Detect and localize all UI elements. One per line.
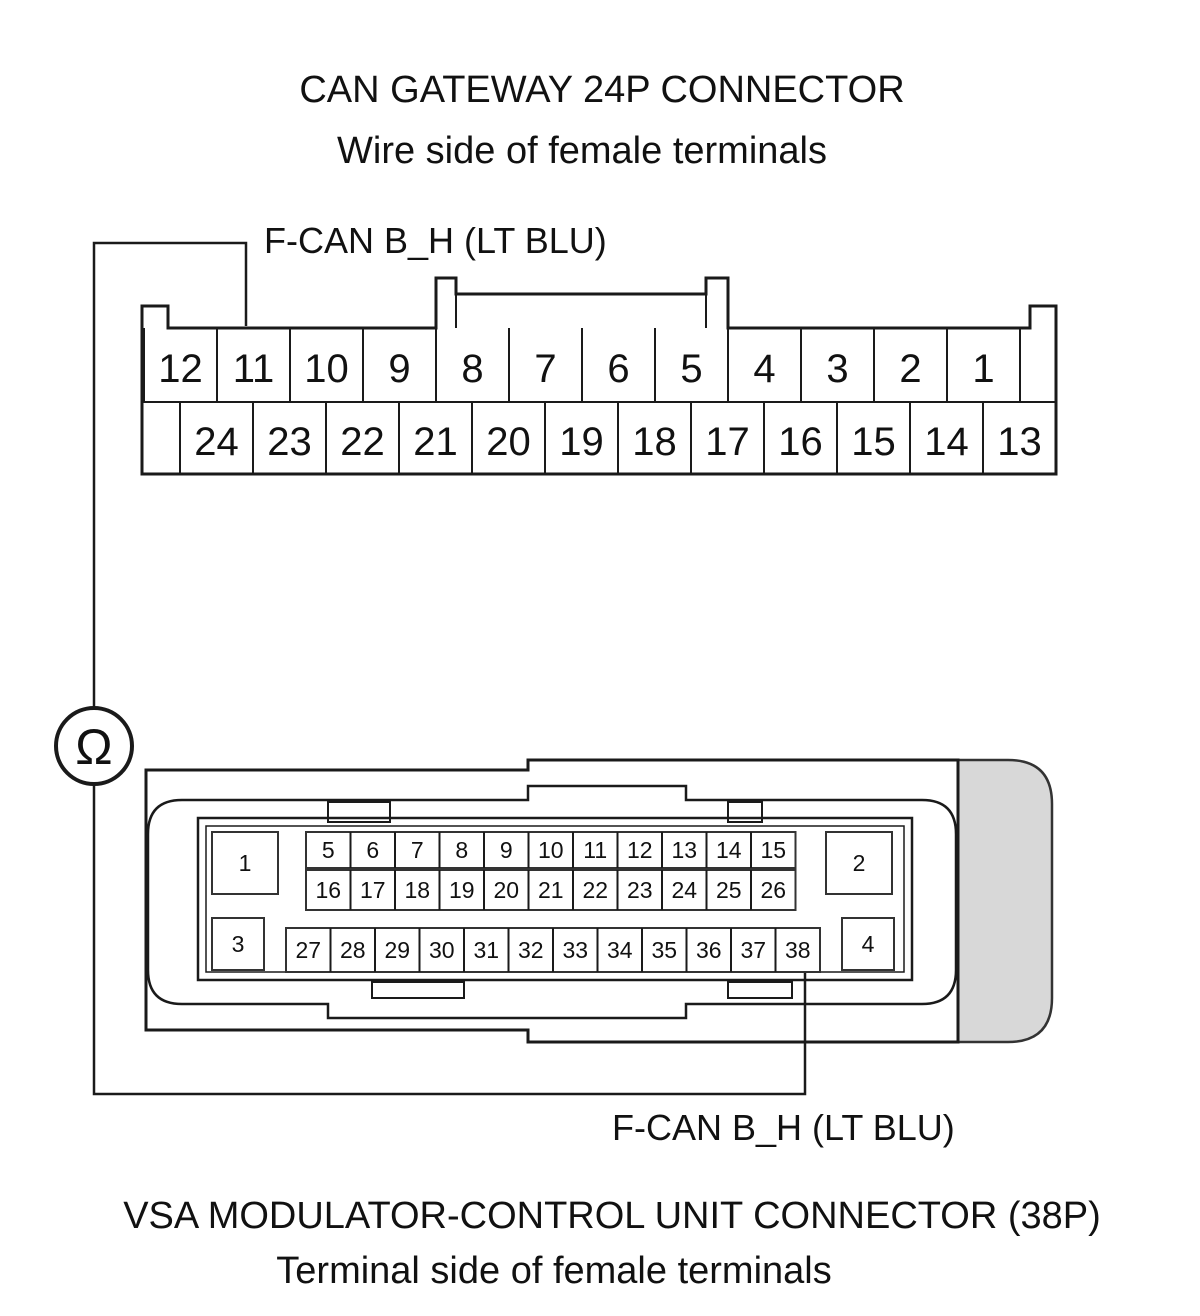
ohmmeter-icon: Ω	[54, 706, 134, 786]
vsa-pin-7: 7	[411, 837, 424, 863]
top-pin-20: 20	[486, 420, 531, 464]
vsa-pin-35: 35	[651, 937, 677, 963]
top-pin-6: 6	[607, 347, 629, 391]
vsa-pin-38: 38	[785, 937, 811, 963]
vsa-pin-16: 16	[315, 877, 341, 903]
vsa-pin-9: 9	[500, 837, 513, 863]
top-pin-10: 10	[304, 347, 349, 391]
top-pin-16: 16	[778, 420, 823, 464]
vsa-pin-36: 36	[696, 937, 722, 963]
ohm-symbol: Ω	[75, 719, 112, 775]
vsa-pin-19: 19	[449, 877, 475, 903]
vsa-pin-15: 15	[760, 837, 786, 863]
top-pin-24: 24	[194, 420, 239, 464]
top-pin-9: 9	[388, 347, 410, 391]
meter-wire	[92, 241, 807, 1096]
vsa-pin-11: 11	[583, 837, 607, 863]
vsa-pin-13: 13	[671, 837, 697, 863]
top-pin-11: 11	[233, 347, 275, 391]
vsa-pin-1: 1	[239, 850, 252, 876]
top-pin-8: 8	[461, 347, 483, 391]
vsa-pin-box-3	[211, 917, 265, 971]
vsa-pin-8: 8	[455, 837, 468, 863]
top-pin-14: 14	[924, 420, 969, 464]
vsa-pin-28: 28	[340, 937, 366, 963]
vsa-pin-3: 3	[232, 931, 245, 957]
vsa-pin-34: 34	[607, 937, 633, 963]
vsa-pin-18: 18	[404, 877, 430, 903]
vsa-pin-12: 12	[627, 837, 653, 863]
top-pin-3: 3	[826, 347, 848, 391]
vsa-pin-26: 26	[760, 877, 786, 903]
top-pin-23: 23	[267, 420, 312, 464]
vsa-pin-23: 23	[627, 877, 653, 903]
vsa-row2: 16 17 18 19 20 21 22 23 24 25 26	[305, 869, 797, 911]
top-pin-1: 1	[972, 347, 994, 391]
top-pin-17: 17	[705, 420, 750, 464]
vsa-pin-2: 2	[853, 850, 866, 876]
vsa-pin-21: 21	[538, 877, 564, 903]
vsa-pin-29: 29	[384, 937, 410, 963]
top-connector-title: CAN GATEWAY 24P CONNECTOR	[299, 69, 904, 111]
top-pin-22: 22	[340, 420, 385, 464]
vsa-pin-27: 27	[295, 937, 321, 963]
top-wire-label: F-CAN B_H (LT BLU)	[264, 220, 607, 261]
bottom-connector-title: VSA MODULATOR-CONTROL UNIT CONNECTOR (38…	[123, 1195, 1101, 1237]
vsa-pin-31: 31	[473, 937, 499, 963]
top-connector-row2: 24 23 22 21 20 19 18 17 16 15 14 13	[179, 402, 1057, 474]
top-pin-18: 18	[632, 420, 677, 464]
vsa-pin-25: 25	[716, 877, 742, 903]
top-pin-7: 7	[534, 347, 556, 391]
vsa-pin-17: 17	[360, 877, 386, 903]
top-connector-subtitle: Wire side of female terminals	[337, 130, 827, 172]
vsa-pin-box-1	[211, 831, 279, 895]
vsa-pin-4: 4	[862, 931, 875, 957]
top-pin-21: 21	[413, 420, 458, 464]
top-pin-12: 12	[158, 347, 203, 391]
vsa-row1: 5 6 7 8 9 10 11 12 13 14 15	[305, 831, 797, 869]
vsa-pin-14: 14	[716, 837, 742, 863]
top-pin-19: 19	[559, 420, 604, 464]
vsa-pin-33: 33	[562, 937, 588, 963]
vsa-row3: 27 28 29 30 31 32 33 34 35 36 37 38	[285, 927, 821, 973]
vsa-pin-22: 22	[582, 877, 608, 903]
vsa-pin-box-4	[841, 917, 895, 971]
vsa-pin-32: 32	[518, 937, 544, 963]
bottom-wire-label: F-CAN B_H (LT BLU)	[612, 1107, 955, 1148]
vsa-pin-6: 6	[366, 837, 379, 863]
vsa-pin-30: 30	[429, 937, 455, 963]
top-pin-13: 13	[997, 420, 1042, 464]
vsa-pin-24: 24	[671, 877, 697, 903]
top-pin-15: 15	[851, 420, 896, 464]
top-pin-5: 5	[680, 347, 702, 391]
vsa-pin-20: 20	[493, 877, 519, 903]
vsa-pin-10: 10	[538, 837, 564, 863]
bottom-connector-subtitle: Terminal side of female terminals	[276, 1250, 831, 1292]
vsa-pin-37: 37	[740, 937, 766, 963]
vsa-pin-box-2	[825, 831, 893, 895]
vsa-pin-5: 5	[322, 837, 335, 863]
top-connector-row1: 12 11 10 9 8 7 6 5 4 3 2 1	[143, 328, 1021, 402]
top-pin-2: 2	[899, 347, 921, 391]
top-pin-4: 4	[753, 347, 775, 391]
